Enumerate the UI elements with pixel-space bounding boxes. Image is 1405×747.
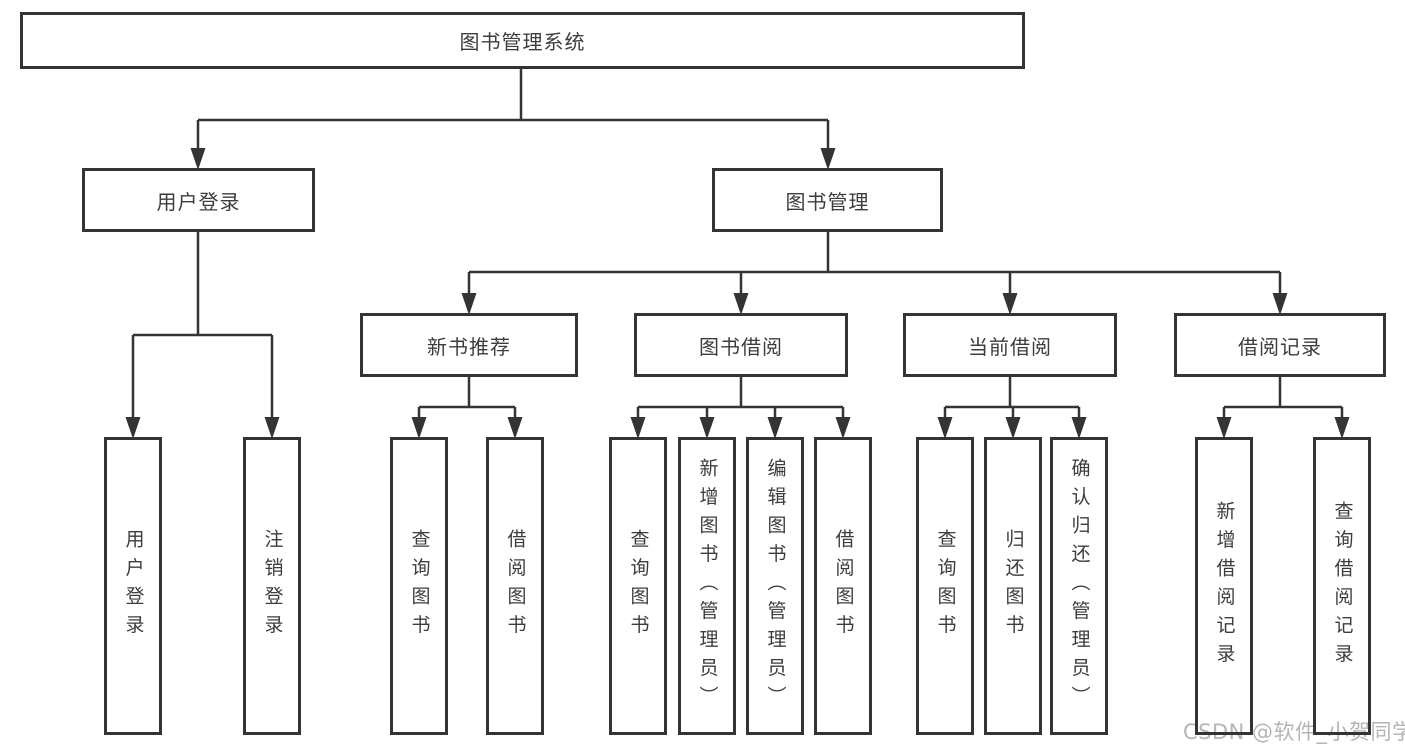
node-new-book-recommend: 新书推荐 <box>360 313 578 377</box>
leaf-user-login: 用户登录 <box>104 437 162 735</box>
arrow-down-icon <box>699 417 715 439</box>
leaf-borrow-books: 借阅图书 <box>486 437 544 735</box>
arrow-down-icon <box>1334 417 1350 439</box>
arrow-down-icon <box>937 417 953 439</box>
node-label: 查询图书 <box>627 529 650 643</box>
node-current-borrowing: 当前借阅 <box>903 313 1117 377</box>
leaf-query-books: 查询图书 <box>609 437 667 735</box>
node-label: 查询借阅记录 <box>1331 500 1354 672</box>
node-book-management: 图书管理 <box>712 168 943 232</box>
arrow-down-icon <box>835 417 851 439</box>
node-book-borrowing: 图书借阅 <box>634 313 848 377</box>
connector-borrowing-records-to-leaves <box>1216 376 1350 439</box>
arrow-down-icon <box>125 417 141 439</box>
node-label: 图书管理系统 <box>459 30 586 54</box>
node-label: 查询图书 <box>408 529 431 643</box>
node-label: 新增借阅记录 <box>1213 500 1236 672</box>
leaf-confirm-return-admin: 确认归还（管理员） <box>1050 437 1108 735</box>
arrow-down-icon <box>264 417 280 439</box>
arrow-down-icon <box>630 417 646 439</box>
arrow-down-icon <box>767 417 783 439</box>
connector-book-management-to-level3 <box>461 232 1288 315</box>
leaf-logout: 注销登录 <box>243 437 301 735</box>
node-label: 用户登录 <box>156 189 241 214</box>
connector-current-borrowing-to-leaves <box>937 376 1087 439</box>
node-library-management-system: 图书管理系统 <box>20 12 1025 69</box>
connector-book-borrowing-to-leaves <box>630 376 851 439</box>
connector-user-login-to-leaves <box>125 232 280 439</box>
arrow-down-icon <box>733 293 749 315</box>
leaf-edit-books-admin: 编辑图书（管理员） <box>746 437 804 735</box>
node-label: 借阅记录 <box>1238 334 1322 359</box>
arrow-down-icon <box>411 417 427 439</box>
node-label: 当前借阅 <box>968 334 1052 359</box>
node-label: 确认归还（管理员） <box>1068 457 1091 715</box>
node-label: 借阅图书 <box>832 529 855 643</box>
node-borrowing-records: 借阅记录 <box>1174 313 1386 377</box>
leaf-return-books: 归还图书 <box>984 437 1042 735</box>
leaf-add-borrow-record: 新增借阅记录 <box>1195 437 1253 735</box>
node-label: 新书推荐 <box>427 334 511 359</box>
node-label: 图书借阅 <box>699 334 783 359</box>
connector-root-to-level2 <box>190 68 836 170</box>
arrow-down-icon <box>820 148 836 170</box>
node-label: 用户登录 <box>122 529 145 643</box>
node-label: 借阅图书 <box>504 529 527 643</box>
connector-new-book-recommend-to-leaves <box>411 376 523 439</box>
arrow-down-icon <box>1005 417 1021 439</box>
arrow-down-icon <box>190 148 206 170</box>
node-label: 注销登录 <box>261 529 284 643</box>
node-label: 归还图书 <box>1002 529 1025 643</box>
node-label: 查询图书 <box>934 529 957 643</box>
arrow-down-icon <box>1002 293 1018 315</box>
node-label: 图书管理 <box>785 189 870 214</box>
csdn-watermark: CSDN @软件_小贺同学 <box>1183 720 1405 744</box>
arrow-down-icon <box>1071 417 1087 439</box>
leaf-add-books-admin: 新增图书（管理员） <box>678 437 736 735</box>
leaf-query-books: 查询图书 <box>390 437 448 735</box>
node-label: 新增图书（管理员） <box>696 457 719 715</box>
node-label: 编辑图书（管理员） <box>764 457 787 715</box>
leaf-borrow-books: 借阅图书 <box>814 437 872 735</box>
node-user-login: 用户登录 <box>82 168 315 232</box>
arrow-down-icon <box>1272 293 1288 315</box>
leaf-query-borrow-record: 查询借阅记录 <box>1313 437 1371 735</box>
arrow-down-icon <box>507 417 523 439</box>
arrow-down-icon <box>1216 417 1232 439</box>
leaf-query-books: 查询图书 <box>916 437 974 735</box>
arrow-down-icon <box>461 293 477 315</box>
